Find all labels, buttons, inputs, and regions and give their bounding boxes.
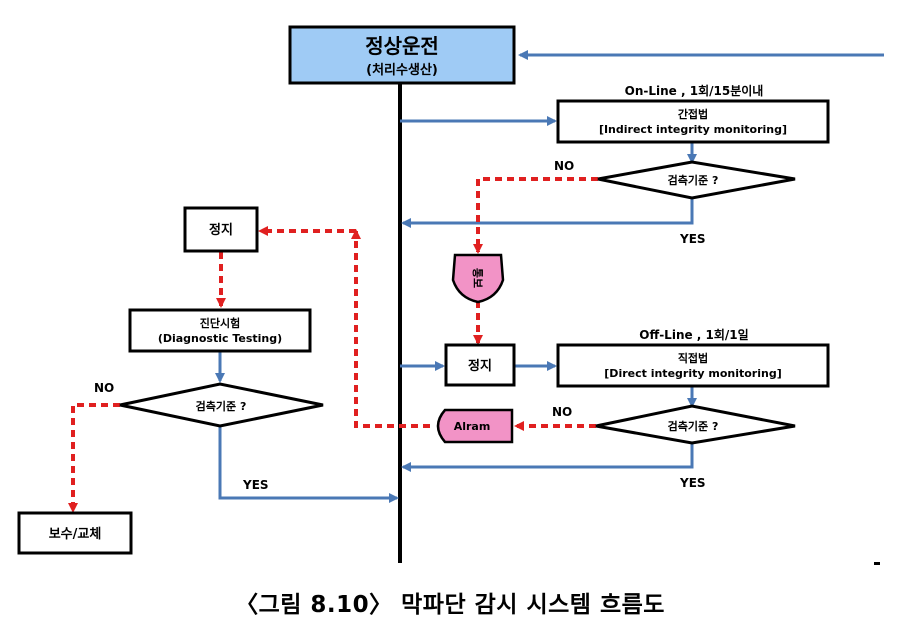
yes-label-3: YES [242,478,269,492]
normal-operation-title: 정상운전 [365,34,439,58]
repair-replace-label: 보수/교체 [49,527,102,542]
indirect-frequency-label: On-Line , 1회/15분이내 [625,83,764,98]
normal-operation-box: 정상운전 (처리수생산) [288,25,516,85]
direct-method-title: 직접법 [678,351,708,365]
stop-box-right-label: 정지 [468,358,492,374]
figure-caption: 〈그림 8.10〉 막파단 감시 시스템 흐름도 [235,592,665,618]
yes-label-1: YES [679,232,706,246]
criteria-diamond-2-label: 검측기준 ? [668,419,719,433]
no-label-3: NO [94,381,114,395]
alarm-box: Alram [436,408,514,444]
yes-label-2: YES [679,476,706,490]
no-label-2: NO [552,405,572,419]
notification-label: 통보 [471,268,484,288]
notification-shape: 통보 [451,253,505,304]
direct-method-subtitle: [Direct integrity monitoring] [604,367,781,380]
direct-frequency-label: Off-Line , 1회/1일 [639,327,748,342]
red-flow-lines [68,177,598,513]
criteria-diamond-2: 검측기준 ? [595,404,796,445]
criteria-diamond-1: 검측기준 ? [597,160,796,200]
direct-method-box: 직접법 [Direct integrity monitoring] [556,343,830,388]
diagnostic-testing-title: 진단시험 [200,316,240,330]
blue-flow-lines [215,50,884,503]
no-label-1: NO [554,159,574,173]
diagnostic-testing-box: 진단시험 (Diagnostic Testing) [128,308,312,353]
stop-box-left-label: 정지 [209,222,233,238]
flowchart-diagram: 정상운전 (처리수생산) On-Line , 1회/15분이내 간접법 [Ind… [17,25,884,565]
stop-box-right: 정지 [444,343,516,387]
indirect-method-subtitle: [Indirect integrity monitoring] [599,123,787,136]
criteria-diamond-3: 검측기준 ? [119,382,324,428]
indirect-method-title: 간접법 [678,107,708,121]
normal-operation-subtitle: (처리수생산) [366,62,438,78]
repair-replace-box: 보수/교체 [17,511,133,555]
indirect-method-box: 간접법 [Indirect integrity monitoring] [556,99,830,144]
criteria-diamond-3-label: 검측기준 ? [196,399,247,413]
stop-box-left: 정지 [183,206,259,253]
diagnostic-testing-subtitle: (Diagnostic Testing) [158,332,282,345]
alarm-label: Alram [454,420,491,433]
stray-mark [874,562,880,565]
criteria-diamond-1-label: 검측기준 ? [668,173,719,187]
